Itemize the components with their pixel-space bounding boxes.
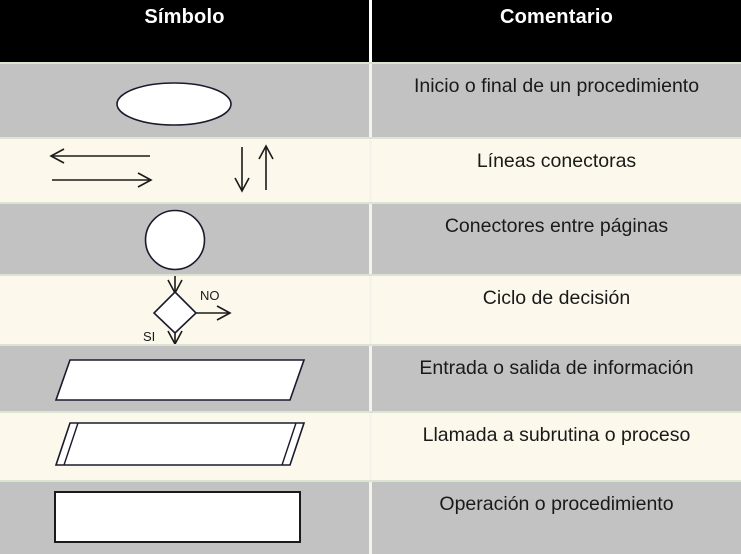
comment-cell-terminator: Inicio o final de un procedimiento	[372, 63, 741, 138]
comment-text: Llamada a subrutina o proceso	[422, 424, 691, 446]
row-divider	[0, 344, 741, 346]
connector-lines-arrows-icon	[49, 144, 274, 193]
symbol-cell-subroutine	[0, 412, 369, 481]
row-column-divider	[369, 63, 372, 138]
symbol-cell-connector-lines	[0, 138, 369, 203]
row-divider	[0, 62, 741, 64]
row-divider	[0, 411, 741, 413]
ellipse-terminator-icon	[116, 82, 232, 126]
row-column-divider	[369, 412, 372, 481]
comment-text: Inicio o final de un procedimiento	[413, 75, 700, 97]
circle-page-connector-icon	[144, 209, 206, 271]
symbol-cell-input-output	[0, 345, 369, 412]
row-divider	[0, 480, 741, 482]
comment-text: Ciclo de decisión	[482, 287, 631, 309]
column-header-symbol: Símbolo	[144, 6, 225, 28]
comment-cell-connector-lines: Líneas conectoras	[372, 138, 741, 203]
comment-cell-process: Operación o procedimiento	[372, 481, 741, 554]
header-column-divider	[369, 0, 372, 63]
comment-cell-input-output: Entrada o salida de información	[372, 345, 741, 412]
symbol-cell-decision: NO SI	[0, 275, 369, 345]
rectangle-process-icon	[54, 491, 301, 543]
table-row: Conectores entre páginas	[0, 203, 741, 275]
table-header-row: Símbolo Comentario	[0, 0, 741, 63]
decision-label-si: SI	[143, 329, 155, 344]
table-row: NO SI Ciclo de decisión	[0, 275, 741, 345]
comment-cell-subroutine: Llamada a subrutina o proceso	[372, 412, 741, 481]
row-divider	[0, 137, 741, 139]
row-column-divider	[369, 481, 372, 554]
comment-text: Entrada o salida de información	[419, 357, 694, 379]
row-divider	[0, 274, 741, 276]
comment-text: Líneas conectoras	[476, 150, 637, 172]
table-row: Operación o procedimiento	[0, 481, 741, 554]
table-row: Inicio o final de un procedimiento	[0, 63, 741, 138]
table-row: Líneas conectoras	[0, 138, 741, 203]
comment-text: Conectores entre páginas	[444, 215, 669, 237]
row-column-divider	[369, 138, 372, 203]
comment-cell-decision: Ciclo de decisión	[372, 275, 741, 345]
table-row: Entrada o salida de información	[0, 345, 741, 412]
table-row: Llamada a subrutina o proceso	[0, 412, 741, 481]
symbol-cell-process	[0, 481, 369, 554]
decision-label-no: NO	[200, 288, 220, 303]
comment-text: Operación o procedimiento	[439, 493, 674, 515]
column-header-comment: Comentario	[499, 6, 614, 28]
parallelogram-input-output-icon	[54, 359, 306, 401]
row-column-divider	[369, 345, 372, 412]
row-column-divider	[369, 275, 372, 345]
symbol-cell-terminator	[0, 63, 369, 138]
row-column-divider	[369, 203, 372, 275]
comment-cell-page-connector: Conectores entre páginas	[372, 203, 741, 275]
diamond-decision-icon: NO SI	[143, 275, 232, 345]
parallelogram-subroutine-icon	[54, 422, 306, 466]
row-divider	[0, 202, 741, 204]
symbol-cell-page-connector	[0, 203, 369, 275]
